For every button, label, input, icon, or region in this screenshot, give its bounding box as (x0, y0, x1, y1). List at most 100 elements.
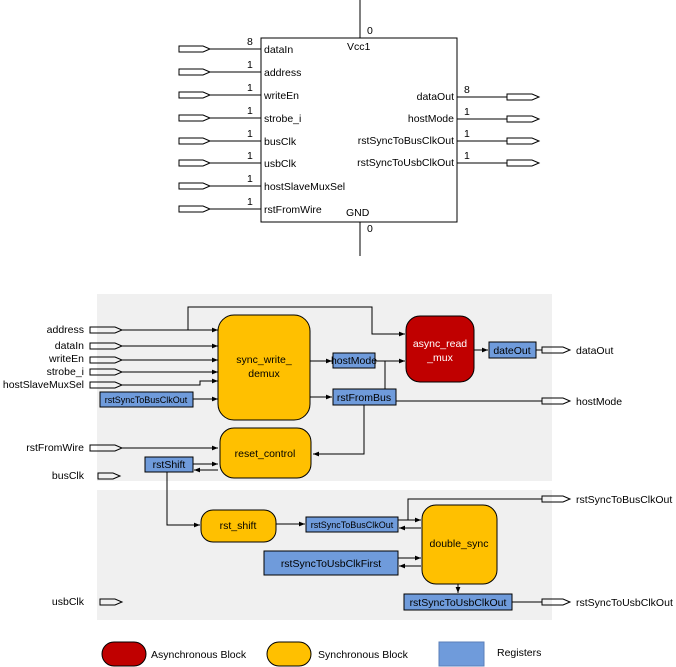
svg-text:1: 1 (247, 196, 253, 208)
svg-text:1: 1 (247, 173, 253, 185)
reset-control-block: reset_control (219, 427, 312, 479)
svg-text:1: 1 (247, 59, 253, 71)
svg-text:rstSyncToBusClkOut: rstSyncToBusClkOut (576, 494, 672, 506)
svg-text:hostMode: hostMode (331, 355, 377, 367)
svg-text:rstFromWire: rstFromWire (264, 204, 322, 216)
svg-text:Registers: Registers (497, 647, 541, 659)
legend-async: Asynchronous Block (101, 641, 247, 667)
schematic-symbol: 0 Vcc1 GND 0 8 dataIn 1 address 1 writeE… (178, 0, 541, 256)
svg-text:async_read: async_read (413, 338, 467, 350)
output-port-dataout: dataOut (541, 345, 613, 357)
svg-text:1: 1 (464, 150, 470, 162)
legend-registers: Registers (438, 641, 541, 667)
svg-text:1: 1 (247, 128, 253, 140)
svg-text:dataIn: dataIn (55, 340, 84, 352)
svg-text:1: 1 (464, 106, 470, 118)
symbol-body (260, 37, 458, 223)
rst-shift-block: rst_shift (200, 509, 277, 543)
svg-text:busClk: busClk (264, 136, 297, 148)
register-hostmode: hostMode (331, 352, 377, 369)
svg-text:hostMode: hostMode (408, 113, 454, 125)
svg-text:demux: demux (248, 368, 280, 380)
svg-text:dataOut: dataOut (576, 345, 613, 357)
legend-sync: Synchronous Block (266, 641, 409, 667)
svg-text:double_sync: double_sync (430, 538, 489, 550)
svg-text:hostSlaveMuxSel: hostSlaveMuxSel (264, 181, 345, 193)
svg-text:rstSyncToUsbClkFirst: rstSyncToUsbClkFirst (281, 558, 381, 570)
gnd-pin-label: GND (346, 207, 370, 219)
svg-text:rstSyncToBusClkOut: rstSyncToBusClkOut (358, 135, 454, 147)
svg-text:writeEn: writeEn (48, 353, 84, 365)
register-rstsynctousbclkfirst: rstSyncToUsbClkFirst (263, 550, 399, 576)
svg-text:rst_shift: rst_shift (220, 520, 257, 532)
register-rstfrombus: rstFromBus (332, 388, 397, 406)
svg-text:1: 1 (247, 105, 253, 117)
symbol-pin-address: 1 address (178, 59, 301, 79)
symbol-pin-datain: 8 dataIn (178, 36, 293, 56)
svg-text:address: address (47, 324, 84, 336)
svg-text:address: address (264, 67, 301, 79)
register-dateout: dateOut (488, 341, 537, 359)
svg-text:busClk: busClk (52, 470, 85, 482)
input-port-hostslavemuxsel: hostSlaveMuxSel (3, 379, 124, 391)
svg-text:dataOut: dataOut (417, 91, 454, 103)
register-rstsynctobusclkout-left: rstSyncToBusClkOut (99, 391, 194, 408)
svg-text:1: 1 (247, 82, 253, 94)
symbol-pin-strobe: 1 strobe_i (178, 105, 301, 125)
svg-text:dateOut: dateOut (493, 345, 530, 357)
input-port-strobe: strobe_i (47, 366, 124, 378)
input-port-datain: dataIn (55, 340, 124, 352)
symbol-pin-rstsynctousbclkout: 1 rstSyncToUsbClkOut (357, 150, 541, 169)
svg-text:rstSyncToUsbClkOut: rstSyncToUsbClkOut (576, 597, 673, 609)
symbol-pin-rstfromwire: 1 rstFromWire (178, 196, 322, 216)
svg-text:hostSlaveMuxSel: hostSlaveMuxSel (3, 379, 84, 391)
symbol-pin-usbclk: 1 usbClk (178, 150, 297, 170)
svg-text:reset_control: reset_control (235, 448, 296, 460)
vcc-pin-value: 0 (367, 25, 373, 37)
svg-text:hostMode: hostMode (576, 396, 622, 408)
svg-text:rstFromBus: rstFromBus (337, 392, 391, 404)
symbol-pin-busclk: 1 busClk (178, 128, 297, 148)
svg-text:usbClk: usbClk (52, 596, 85, 608)
input-port-address: address (47, 324, 124, 336)
svg-text:sync_write_: sync_write_ (236, 354, 292, 366)
wires (122, 306, 542, 603)
input-port-busclk: busClk (52, 470, 122, 482)
svg-text:Asynchronous Block: Asynchronous Block (151, 649, 247, 661)
svg-text:Synchronous Block: Synchronous Block (318, 649, 409, 661)
sync-write-demux-block: sync_write_ demux (217, 314, 311, 421)
svg-text:writeEn: writeEn (263, 90, 299, 102)
register-rstsynctobusclkout-mid: rstSyncToBusClkOut (305, 516, 399, 533)
symbol-pin-writeen: 1 writeEn (178, 82, 299, 102)
register-rstsynctousbclkout: rstSyncToUsbClkOut (403, 593, 513, 611)
legend-register-swatch (438, 641, 485, 667)
svg-text:8: 8 (464, 84, 470, 96)
legend-sync-swatch (266, 641, 312, 667)
symbol-pin-rstsynctobusclkout: 1 rstSyncToBusClkOut (358, 128, 541, 147)
svg-text:1: 1 (464, 128, 470, 140)
svg-text:_mux: _mux (426, 352, 453, 364)
svg-text:strobe_i: strobe_i (47, 366, 84, 378)
output-port-hostmode: hostMode (541, 396, 622, 408)
symbol-pin-hostslavemuxsel: 1 hostSlaveMuxSel (178, 173, 345, 193)
svg-text:rstSyncToBusClkOut: rstSyncToBusClkOut (105, 395, 188, 405)
input-port-rstfromwire: rstFromWire (26, 442, 124, 454)
svg-text:usbClk: usbClk (264, 158, 297, 170)
svg-text:rstFromWire: rstFromWire (26, 442, 84, 454)
svg-text:dataIn: dataIn (264, 44, 293, 56)
svg-text:1: 1 (247, 150, 253, 162)
output-port-rstsynctobusclkout: rstSyncToBusClkOut (541, 494, 672, 506)
svg-text:rstSyncToUsbClkOut: rstSyncToUsbClkOut (357, 157, 454, 169)
busclk-domain-region (97, 294, 552, 481)
vcc-pin-label: Vcc1 (347, 41, 371, 53)
legend: Asynchronous Block Synchronous Block Reg… (101, 641, 541, 667)
legend-async-swatch (101, 641, 147, 667)
svg-text:strobe_i: strobe_i (264, 113, 301, 125)
gnd-pin-value: 0 (367, 223, 373, 235)
symbol-pin-hostmode: 1 hostMode (408, 106, 541, 125)
async-read-mux-block: async_read _mux (405, 315, 475, 383)
register-rstshift: rstShift (144, 456, 194, 473)
symbol-pin-dataout: 8 dataOut (417, 84, 541, 103)
svg-text:rstSyncToBusClkOut: rstSyncToBusClkOut (311, 520, 394, 530)
